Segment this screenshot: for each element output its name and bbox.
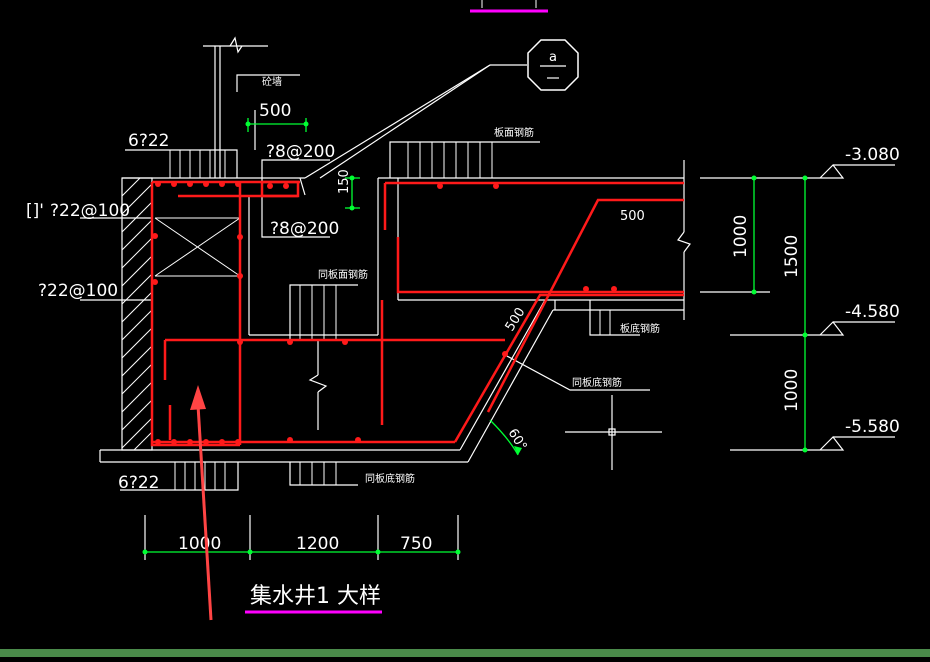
detail-marker-octagon <box>527 39 579 91</box>
rebar-dots <box>152 181 617 445</box>
status-bar <box>0 649 930 657</box>
same-slab-bottom-rebar-label-2: 同板底钢筋 <box>365 472 415 485</box>
level-label-3: -5.580 <box>845 417 900 437</box>
rebar-lines <box>150 180 684 447</box>
angle-label: 60° <box>505 426 530 453</box>
rebar-label-bottom-left: 6?22 <box>118 473 159 493</box>
rebar-label-top-left: 6?22 <box>128 131 169 151</box>
annotation-arrow-shaft <box>196 404 213 621</box>
wall-opening-cross <box>154 217 241 277</box>
dim-bottom-1000: 1000 <box>178 534 221 554</box>
rebar-spacing-label-1: ?22@100 <box>50 201 130 221</box>
slab-top-rebar-label: 板面钢筋 <box>494 126 534 139</box>
detail-marker[interactable]: a <box>527 39 579 91</box>
left-marker-label: []' <box>26 201 44 221</box>
wall-label: 砼墙 <box>262 75 282 88</box>
annotation-arrow-head <box>190 385 206 410</box>
dim-anchor-500-a: 500 <box>620 209 645 224</box>
dim-right-1000-b: 1000 <box>782 369 802 412</box>
rebar-callout-ticks <box>169 142 611 490</box>
detail-marker-letter: a <box>549 50 557 65</box>
stirrup-label-1: ?8@200 <box>266 142 335 162</box>
structure-outline <box>80 36 895 560</box>
dim-right-1000: 1000 <box>731 215 751 258</box>
drawing-title: 集水井1 大样 <box>250 584 381 609</box>
angle-arrowhead <box>514 446 522 455</box>
slab-bottom-rebar-label: 板底钢筋 <box>620 322 660 335</box>
level-label-2: -4.580 <box>845 302 900 322</box>
dim-top-500: 500 <box>259 101 291 121</box>
dim-bottom-1200: 1200 <box>296 534 339 554</box>
angle-arc <box>489 419 519 456</box>
dim-bottom-750: 750 <box>400 534 432 554</box>
dim-thickness-150: 150 <box>337 169 352 194</box>
dim-right-1500: 1500 <box>782 235 802 278</box>
rebar-spacing-label-2: ?22@100 <box>38 281 118 301</box>
annotation-arrow <box>190 385 213 621</box>
same-slab-bottom-rebar-label-1: 同板底钢筋 <box>572 376 622 389</box>
same-slab-top-rebar-label: 同板面钢筋 <box>318 268 368 281</box>
dimension-ticks <box>142 121 808 555</box>
wall-hatch <box>121 177 153 451</box>
level-label-1: -3.080 <box>845 145 900 165</box>
stirrup-label-2: ?8@200 <box>270 219 339 239</box>
